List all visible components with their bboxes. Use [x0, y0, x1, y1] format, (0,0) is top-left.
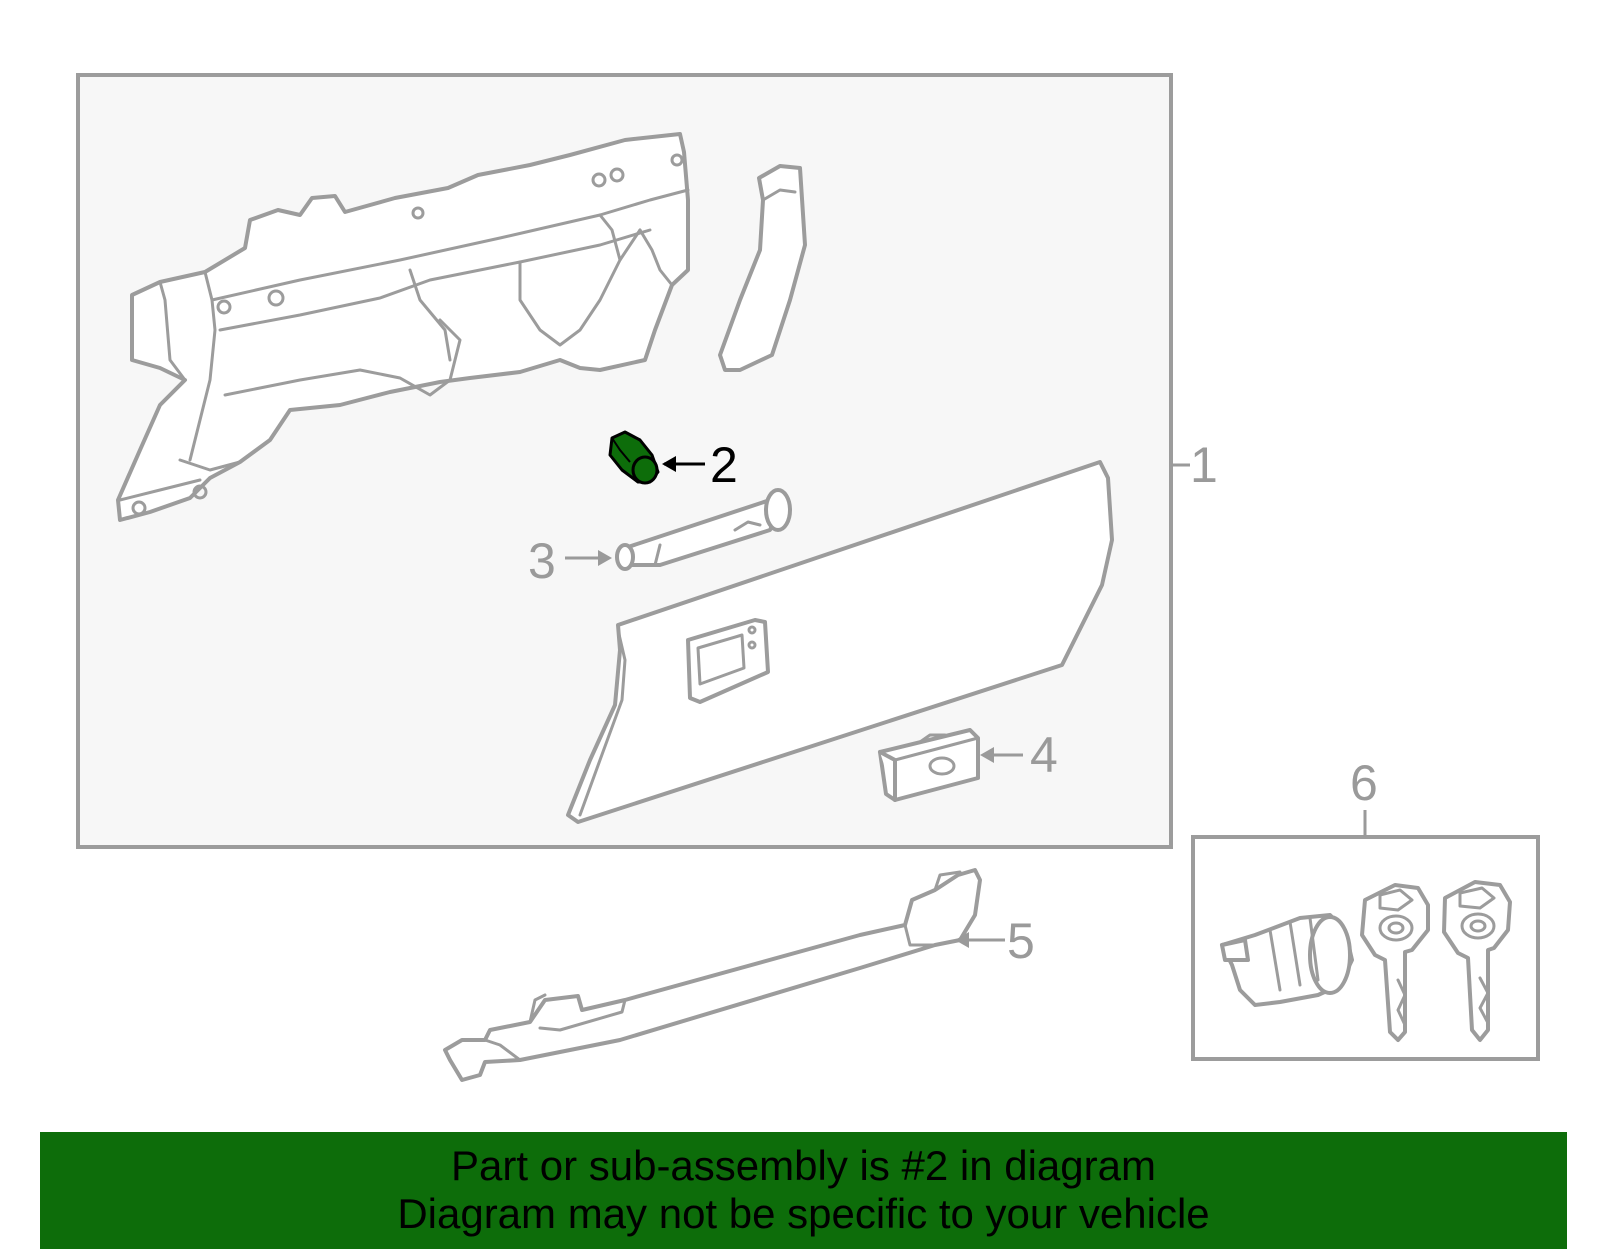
glove-box-frame — [116, 132, 690, 522]
callout-1: 1 — [1190, 437, 1218, 493]
side-trim-panel — [718, 164, 807, 372]
key-1 — [1360, 883, 1430, 1042]
callout-5: 5 — [1007, 913, 1035, 969]
callout-2: 2 — [710, 437, 738, 493]
glove-box-door — [566, 460, 1114, 824]
part-2-stopper — [608, 430, 660, 485]
part-4-latch — [878, 728, 980, 802]
callout-4: 4 — [1030, 727, 1058, 783]
leader-lines — [565, 456, 1367, 948]
info-banner: Part or sub-assembly is #2 in diagram Di… — [40, 1132, 1567, 1249]
part-5-lower-bracket — [443, 868, 982, 1082]
callout-3: 3 — [528, 533, 556, 589]
lock-cylinder — [1220, 913, 1354, 1007]
key-2 — [1442, 880, 1512, 1042]
part-3-damper — [615, 488, 792, 571]
banner-line-1: Part or sub-assembly is #2 in diagram — [451, 1142, 1156, 1189]
callout-6: 6 — [1350, 755, 1378, 811]
banner-line-2: Diagram may not be specific to your vehi… — [397, 1190, 1210, 1237]
